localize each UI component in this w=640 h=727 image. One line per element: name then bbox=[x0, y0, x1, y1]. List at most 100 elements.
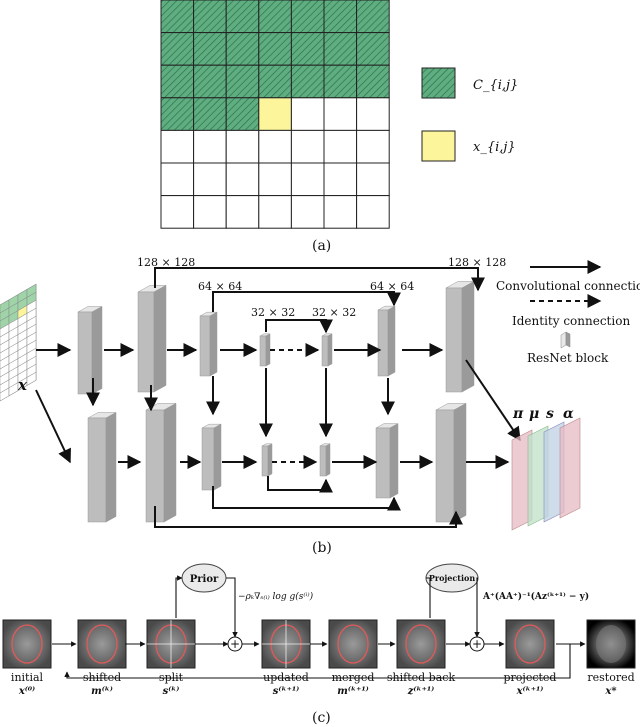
legend-c-label: C_{i,j} bbox=[473, 78, 518, 93]
resnet-block-side bbox=[213, 423, 222, 491]
grid-cell bbox=[160, 64, 195, 99]
mri-outline bbox=[86, 624, 118, 664]
grid-cell bbox=[290, 64, 325, 99]
resnet-block-side bbox=[105, 412, 117, 523]
resnet-block-side bbox=[389, 423, 399, 499]
gradient-formula: −ρₖ∇ₛ₍ᵢ₎ log g(s⁽ⁱ⁾) bbox=[238, 591, 314, 602]
stage-symbol: x⁽⁰⁾ bbox=[18, 686, 35, 697]
grid-cell bbox=[323, 195, 358, 229]
grid-cell bbox=[323, 32, 358, 66]
grid-cell bbox=[356, 97, 390, 131]
mri-tile bbox=[505, 619, 555, 669]
resnet-block-side bbox=[325, 443, 331, 477]
grid-cell bbox=[225, 195, 260, 229]
caption-b: (b) bbox=[312, 540, 332, 556]
grid-cell bbox=[225, 162, 260, 197]
grid-cell bbox=[258, 64, 292, 99]
res-label-128-right: 128 × 128 bbox=[448, 256, 506, 269]
grid-cell bbox=[290, 129, 325, 164]
grid-cell bbox=[290, 162, 325, 197]
grid-cell bbox=[290, 97, 325, 131]
grid-cell bbox=[258, 32, 292, 66]
grid-cell bbox=[225, 64, 260, 99]
resnet-block-face bbox=[145, 409, 165, 523]
panel-c-arrows bbox=[52, 575, 586, 679]
input-x-label: x bbox=[17, 376, 28, 394]
stage-symbol: s⁽ᵏ⁾ bbox=[163, 686, 180, 697]
stage-symbol: m⁽ᵏ⁾ bbox=[91, 686, 113, 697]
res-label-64-right: 64 × 64 bbox=[370, 280, 414, 293]
resnet-block-side bbox=[153, 284, 167, 393]
resnet-block-face bbox=[375, 427, 391, 499]
resnet-block-face bbox=[259, 335, 267, 367]
stage-symbol: m⁽ᵏ⁺¹⁾ bbox=[337, 686, 368, 697]
resnet-block-face bbox=[321, 335, 329, 367]
grid-cell bbox=[290, 195, 325, 229]
resnet-block-side bbox=[91, 306, 103, 395]
grid-cell bbox=[356, 64, 390, 99]
grid-cell bbox=[290, 32, 325, 66]
input-grid-cell bbox=[26, 371, 37, 386]
res-label-32-left: 32 × 32 bbox=[251, 306, 295, 319]
grid-cell bbox=[225, 0, 260, 34]
panel-a-grid bbox=[160, 0, 390, 229]
mri-outline bbox=[337, 624, 369, 664]
panel-c: initialx⁽⁰⁾shiftedm⁽ᵏ⁾splits⁽ᵏ⁾updateds⁽… bbox=[2, 619, 636, 697]
prior-label: Prior bbox=[190, 574, 219, 585]
grid-cell bbox=[258, 0, 292, 34]
grid-cell bbox=[258, 97, 292, 131]
resnet-block-face bbox=[137, 291, 155, 393]
grid-cell bbox=[193, 162, 227, 197]
legend-c-swatch bbox=[421, 67, 456, 99]
sum-node-prior-symbol: + bbox=[230, 637, 240, 651]
mri-tile bbox=[328, 619, 378, 669]
grid-cell bbox=[323, 97, 358, 131]
grid-cell bbox=[225, 97, 260, 131]
grid-cell bbox=[160, 0, 195, 34]
grid-cell bbox=[193, 97, 227, 131]
grid-cell bbox=[323, 129, 358, 164]
mri-restored-brain bbox=[596, 625, 626, 663]
projection-formula: A⁺(AA⁺)⁻¹(Az⁽ᵏ⁺¹⁾ − y) bbox=[482, 591, 589, 602]
stage-symbol: x* bbox=[604, 686, 617, 697]
mri-tile bbox=[396, 619, 446, 669]
stage-name: restored bbox=[587, 671, 634, 684]
grid-cell bbox=[160, 129, 195, 164]
res-label-64-left: 64 × 64 bbox=[198, 280, 242, 293]
resnet-block-side bbox=[267, 443, 273, 477]
grid-cell bbox=[258, 129, 292, 164]
grid-cell bbox=[258, 162, 292, 197]
mri-outline bbox=[405, 624, 437, 664]
resnet-block-face bbox=[319, 445, 327, 477]
grid-cell bbox=[258, 195, 292, 229]
grid-cell bbox=[356, 129, 390, 164]
resnet-block-side bbox=[265, 333, 271, 367]
grid-cell bbox=[356, 32, 390, 66]
resnet-blocks bbox=[77, 280, 475, 523]
grid-cell bbox=[160, 32, 195, 66]
mri-outline bbox=[11, 624, 43, 664]
legend-x-label: x_{i,j} bbox=[473, 140, 516, 155]
resnet-block-face bbox=[77, 311, 93, 395]
output-label: π bbox=[512, 406, 524, 422]
resnet-block-face bbox=[377, 309, 389, 377]
grid-cell bbox=[356, 195, 390, 229]
stage-symbol: s⁽ᵏ⁺¹⁾ bbox=[273, 686, 300, 697]
grid-cell bbox=[160, 97, 195, 131]
resnet-block-face bbox=[199, 315, 211, 377]
grid-cell bbox=[323, 162, 358, 197]
caption-c: (c) bbox=[312, 710, 331, 726]
resnet-block-side bbox=[163, 402, 177, 523]
caption-a: (a) bbox=[312, 238, 331, 254]
resnet-block-face bbox=[87, 417, 107, 523]
mri-outline bbox=[514, 624, 546, 664]
input-grid bbox=[0, 283, 37, 402]
mri-tile bbox=[77, 619, 127, 669]
stage-symbol: z⁽ᵏ⁺¹⁾ bbox=[407, 686, 435, 697]
stage-symbol: x⁽ᵏ⁺¹⁾ bbox=[516, 686, 544, 697]
grid-cell bbox=[160, 162, 195, 197]
grid-cell bbox=[323, 64, 358, 99]
resnet-block-face bbox=[445, 287, 463, 393]
output-maps bbox=[511, 417, 581, 531]
